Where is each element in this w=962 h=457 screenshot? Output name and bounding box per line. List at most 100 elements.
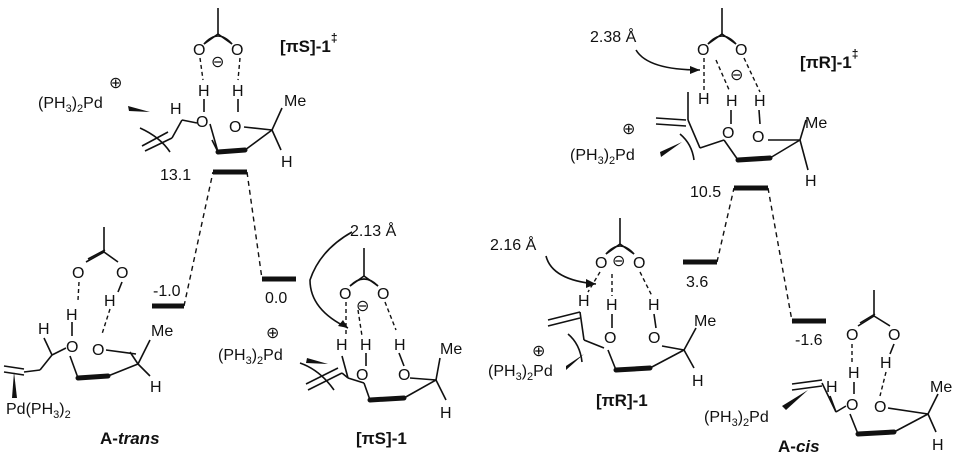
palladium-atom: Pd bbox=[83, 95, 103, 112]
oxygen-atom: O bbox=[648, 330, 660, 347]
distance-arrow bbox=[545, 255, 597, 285]
oxygen-atom: O bbox=[72, 265, 84, 282]
oxygen-atom: O bbox=[398, 367, 410, 384]
hydrogen-atom: H bbox=[805, 173, 817, 190]
hydrogen-atom: H bbox=[198, 83, 210, 100]
hydrogen-atom: H bbox=[281, 154, 293, 171]
oxygen-atom: O bbox=[231, 42, 243, 59]
hydrogen-atom: H bbox=[880, 355, 892, 372]
pd-ligand: (PH bbox=[570, 147, 598, 164]
oxygen-atom: O bbox=[116, 265, 128, 282]
oxygen-atom: O bbox=[604, 330, 616, 347]
oxygen-atom: O bbox=[735, 42, 747, 59]
methyl-group: Me bbox=[284, 93, 306, 110]
hydrogen-atom: H bbox=[848, 365, 860, 382]
palladium-atom: Pd(PH bbox=[6, 401, 53, 418]
minus-charge-icon: ⊖ bbox=[356, 298, 369, 315]
distance-pi-r: 2.16 Å bbox=[490, 235, 537, 254]
hydrogen-atom: H bbox=[66, 307, 78, 324]
distance-pi-s: 2.13 Å bbox=[350, 221, 397, 240]
hydrogen-atom: H bbox=[726, 93, 738, 110]
energy-ts-r: 10.5 bbox=[690, 184, 721, 201]
path-ts-r-to-a-cis bbox=[767, 187, 793, 322]
methyl-group: Me bbox=[151, 323, 173, 340]
plus-charge-icon: ⊕ bbox=[266, 325, 279, 342]
energy-pi-r: 3.6 bbox=[686, 274, 708, 291]
hydrogen-atom: H bbox=[394, 337, 406, 354]
plus-charge-icon: ⊕ bbox=[532, 343, 545, 360]
oxygen-atom: O bbox=[633, 255, 645, 272]
plus-charge-icon: ⊕ bbox=[622, 121, 635, 138]
oxygen-atom: O bbox=[846, 327, 858, 344]
label-a-cis: A-cis bbox=[778, 437, 820, 456]
energy-a-cis: -1.6 bbox=[795, 332, 823, 349]
pd-ligand: (PH bbox=[488, 363, 516, 380]
structure-a-trans: O O H H O O H Me H Pd(PH3)2 A-trans bbox=[3, 227, 173, 448]
distance-ts-r: 2.38 Å bbox=[590, 27, 637, 46]
hydrogen-atom: H bbox=[38, 321, 50, 338]
oxygen-atom: O bbox=[229, 119, 241, 136]
energy-ts-s: 13.1 bbox=[160, 167, 191, 184]
oxygen-atom: O bbox=[356, 367, 368, 384]
oxygen-atom: O bbox=[722, 125, 734, 142]
distance-arrow bbox=[309, 231, 353, 329]
path-pi-r-to-ts-r bbox=[716, 187, 735, 263]
hydrogen-atom: H bbox=[104, 293, 116, 310]
methyl-group: Me bbox=[805, 115, 827, 132]
svg-text:(PH3)2Pd: (PH3)2Pd bbox=[218, 347, 283, 367]
oxygen-atom: O bbox=[595, 255, 607, 272]
structure-ts-s: O O ⊖ H H O O H Me H (PH3)2Pd ⊕ [πS]-1‡ bbox=[38, 8, 338, 171]
hydrogen-atom: H bbox=[360, 337, 372, 354]
path-a-trans-to-ts-s bbox=[183, 171, 214, 307]
hydrogen-atom: H bbox=[440, 405, 452, 422]
oxygen-atom: O bbox=[888, 327, 900, 344]
energy-pi-s: 0.0 bbox=[265, 290, 287, 307]
label-ts-s: [πS]-1‡ bbox=[280, 31, 338, 56]
oxygen-atom: O bbox=[752, 129, 764, 146]
hydrogen-atom: H bbox=[150, 379, 162, 396]
hydrogen-atom: H bbox=[606, 297, 618, 314]
pd-ligand: (PH bbox=[218, 347, 246, 364]
palladium-atom: Pd bbox=[615, 147, 635, 164]
palladium-atom: Pd bbox=[263, 347, 283, 364]
label-pi-s: [πS]-1 bbox=[356, 429, 407, 448]
methyl-group: Me bbox=[694, 313, 716, 330]
oxygen-atom: O bbox=[193, 42, 205, 59]
minus-charge-icon: ⊖ bbox=[730, 67, 743, 84]
plus-charge-icon: ⊕ bbox=[109, 75, 122, 92]
structure-pi-r: 2.16 Å O O ⊖ H H H O O Me H (PH3)2Pd bbox=[488, 218, 716, 410]
svg-text:(PH3)2Pd: (PH3)2Pd bbox=[38, 95, 103, 115]
hydrogen-atom: H bbox=[578, 293, 590, 310]
pd-ligand: (PH bbox=[38, 95, 66, 112]
label-a-trans: A-trans bbox=[100, 429, 160, 448]
oxygen-atom: O bbox=[66, 339, 78, 356]
methyl-group: Me bbox=[930, 379, 952, 396]
svg-text:Pd(PH3)2: Pd(PH3)2 bbox=[6, 401, 71, 421]
path-ts-s-to-pi-s bbox=[246, 171, 263, 280]
svg-text:(PH3)2Pd: (PH3)2Pd bbox=[704, 409, 769, 429]
minus-charge-icon: ⊖ bbox=[211, 54, 224, 71]
hydrogen-atom: H bbox=[932, 437, 944, 454]
oxygen-atom: O bbox=[846, 397, 858, 414]
oxygen-atom: O bbox=[196, 114, 208, 131]
hydrogen-atom: H bbox=[692, 373, 704, 390]
structure-a-cis: O O H H O O H Me H (PH3)2Pd A-cis bbox=[704, 290, 952, 456]
pd-ligand: (PH bbox=[704, 409, 732, 426]
label-pi-r: [πR]-1 bbox=[596, 391, 648, 410]
energy-profile-left: -1.0 13.1 0.0 bbox=[152, 167, 296, 309]
oxygen-atom: O bbox=[92, 342, 104, 359]
oxygen-atom: O bbox=[874, 399, 886, 416]
structure-pi-s: 2.13 Å O O ⊖ H H O H O Me H (PH3)2Pd bbox=[218, 221, 462, 448]
hydrogen-atom: H bbox=[826, 379, 838, 396]
minus-charge-icon: ⊖ bbox=[612, 253, 625, 270]
hydrogen-atom: H bbox=[754, 93, 766, 110]
methyl-group: Me bbox=[440, 341, 462, 358]
svg-text:(PH3)2Pd: (PH3)2Pd bbox=[570, 147, 635, 167]
label-ts-r: [πR]-1‡ bbox=[800, 47, 858, 72]
oxygen-atom: O bbox=[697, 42, 709, 59]
structure-ts-r: 2.38 Å O O ⊖ H H H O O Me H (PH3)2Pd bbox=[570, 8, 858, 190]
hydrogen-atom: H bbox=[232, 83, 244, 100]
hydrogen-atom: H bbox=[648, 297, 660, 314]
hydrogen-atom: H bbox=[170, 101, 182, 118]
